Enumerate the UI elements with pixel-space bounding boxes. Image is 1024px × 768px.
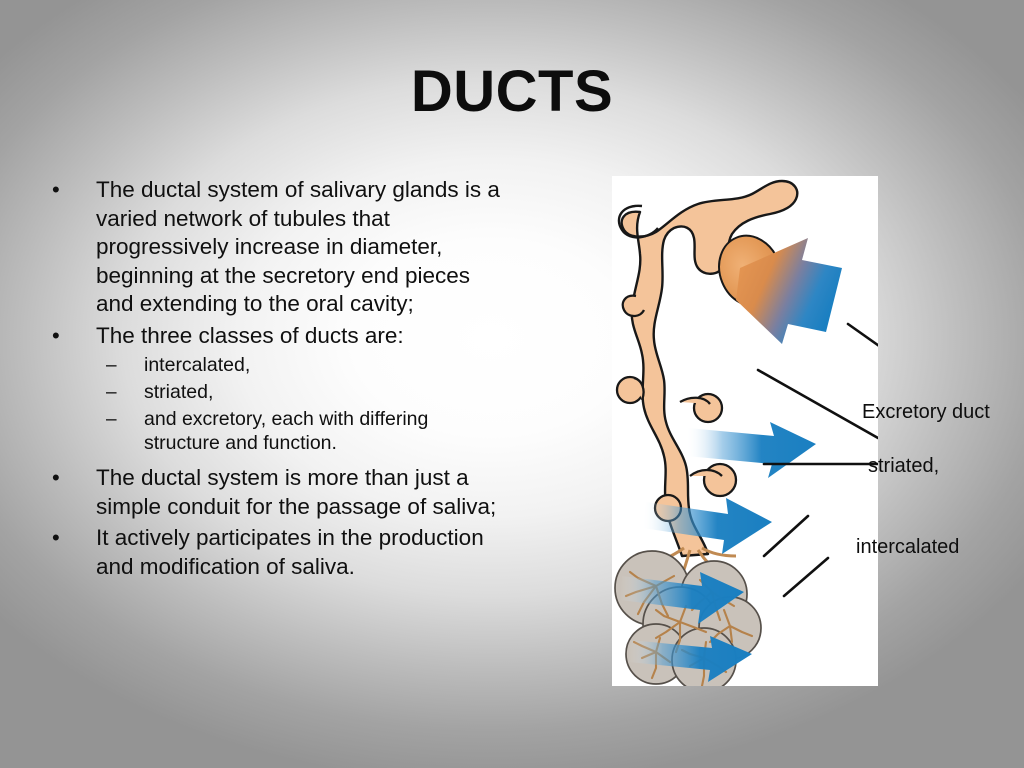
list-item-text: striated,: [144, 381, 214, 403]
list-item: • The three classes of ducts are:: [52, 322, 507, 351]
intercalated-duct-arrow-2: [620, 572, 744, 624]
dash-marker-icon: –: [106, 409, 117, 430]
leader-line-striated-diag: [756, 368, 878, 440]
list-item: – striated,: [106, 380, 507, 406]
list-item-text: and excretory, each with differing struc…: [144, 408, 429, 454]
list-item: • The ductal system of salivary glands i…: [52, 176, 507, 319]
page-title: DUCTS: [410, 59, 614, 124]
salivary-gland-diagram-image: [612, 176, 878, 686]
dash-marker-icon: –: [106, 382, 117, 403]
list-item: • The ductal system is more than just a …: [52, 464, 507, 521]
label-striated: striated,: [868, 455, 940, 477]
leader-lines: [756, 322, 878, 598]
list-item: – and excretory, each with differing str…: [106, 407, 507, 455]
intercalated-duct-arrow-1: [642, 498, 772, 554]
list-item-text: The ductal system of salivary glands is …: [96, 177, 500, 316]
list-item-text: The ductal system is more than just a si…: [96, 465, 497, 519]
bullet-marker-icon: •: [52, 322, 60, 348]
bullet-list: • The ductal system of salivary glands i…: [52, 176, 507, 584]
leader-line-intercalated-1: [762, 514, 810, 558]
label-excretory-duct: Excretory duct: [862, 401, 990, 423]
intercalated-duct-arrow-3: [628, 636, 752, 682]
leader-line-excretory: [846, 322, 878, 347]
list-item: • It actively participates in the produc…: [52, 524, 507, 581]
list-item-text: It actively participates in the producti…: [96, 525, 484, 579]
leader-line-intercalated-2: [782, 556, 830, 598]
label-intercalated: intercalated: [856, 536, 960, 558]
list-item-text: intercalated,: [144, 354, 251, 376]
bullet-marker-icon: •: [52, 177, 60, 202]
bullet-marker-icon: •: [52, 465, 60, 490]
list-item: – intercalated,: [106, 353, 507, 379]
list-item-text: The three classes of ducts are:: [96, 322, 404, 348]
excretory-duct-arrow: [718, 234, 842, 344]
dash-marker-icon: –: [106, 355, 117, 376]
bullet-marker-icon: •: [52, 525, 60, 550]
